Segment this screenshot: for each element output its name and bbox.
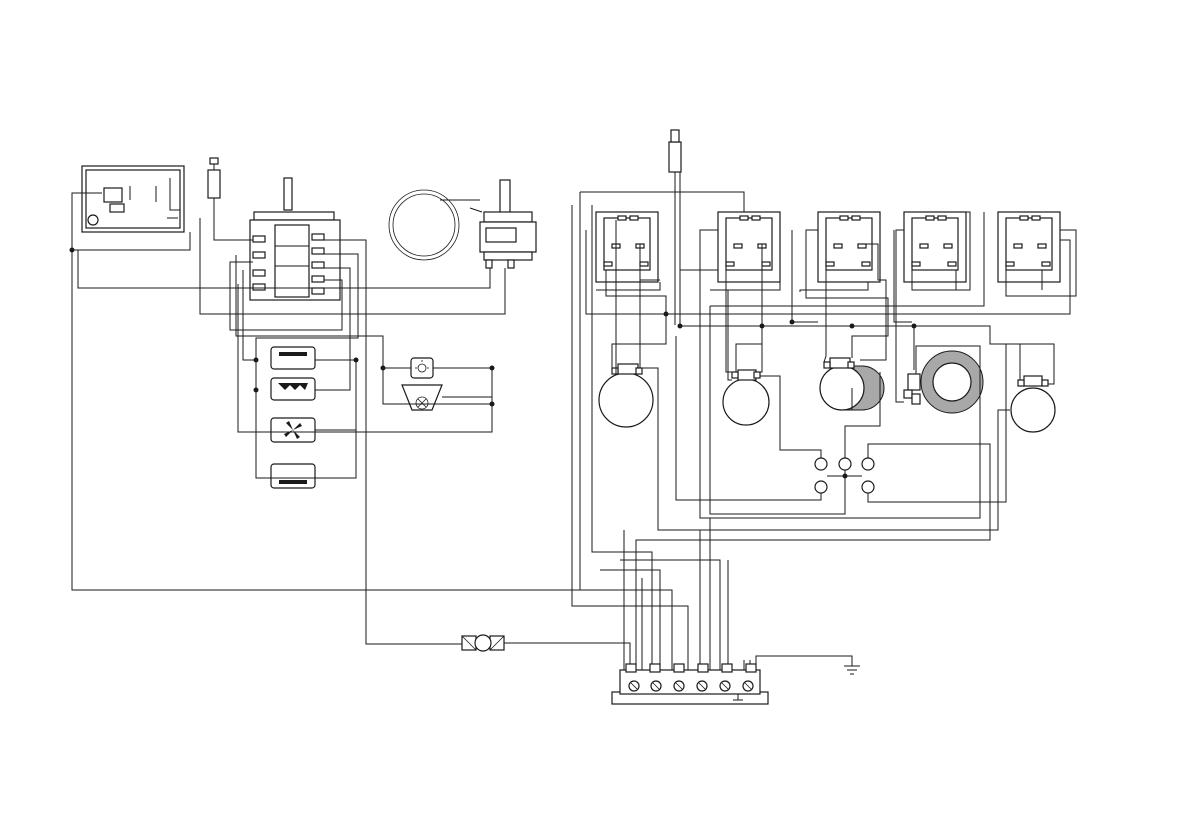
terminal-block-icon bbox=[612, 664, 768, 704]
thermostat-icon bbox=[389, 180, 536, 268]
regulator-icon bbox=[596, 212, 658, 282]
lamp-icon bbox=[411, 358, 433, 378]
grill-heating-element bbox=[271, 378, 315, 400]
hob-ring-icon bbox=[723, 370, 769, 425]
connector-icon bbox=[462, 635, 630, 670]
oven-wiring bbox=[70, 180, 673, 670]
fan-heater-icon bbox=[402, 385, 442, 410]
top-heating-element bbox=[271, 347, 315, 369]
rotary-switch-icon bbox=[250, 178, 340, 300]
regulator-icon bbox=[998, 212, 1060, 282]
control-board bbox=[82, 166, 184, 232]
reset-button-icon bbox=[88, 215, 98, 225]
ground-icon bbox=[756, 656, 860, 674]
fuse-icon bbox=[208, 158, 220, 205]
hob-ring-icon bbox=[599, 364, 653, 427]
spark-plug-icon bbox=[669, 130, 681, 325]
fan-icon bbox=[271, 418, 315, 442]
regulator-icon bbox=[718, 212, 780, 282]
regulator-icon bbox=[818, 212, 880, 282]
bottom-heating-element bbox=[271, 464, 315, 488]
regulator-icon bbox=[904, 212, 966, 282]
